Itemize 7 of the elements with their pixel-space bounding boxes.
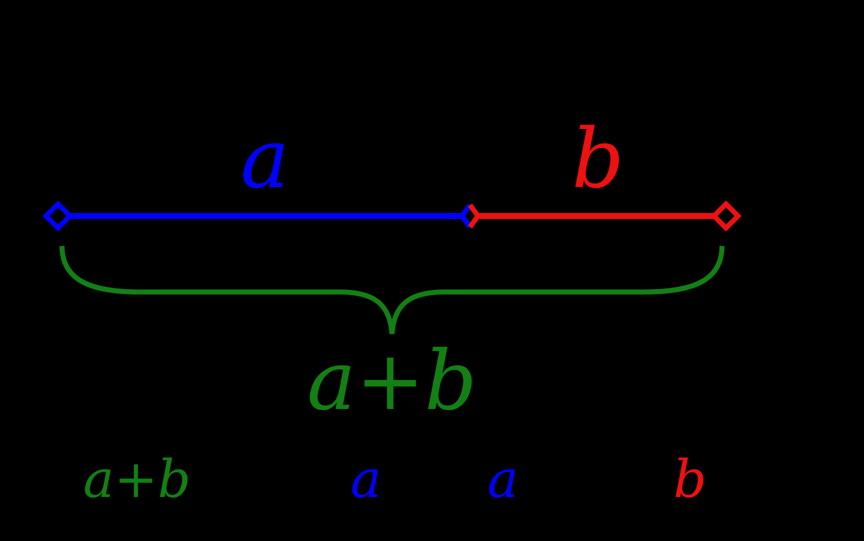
ratio-term: a+b [83, 454, 191, 506]
ratio-term: a [350, 454, 382, 506]
segment-label: a [240, 119, 290, 201]
ratio-term: b [673, 454, 707, 506]
ratio-term: a [488, 454, 518, 506]
segment-label: b [572, 119, 624, 201]
sum-label: a+b [306, 341, 478, 423]
